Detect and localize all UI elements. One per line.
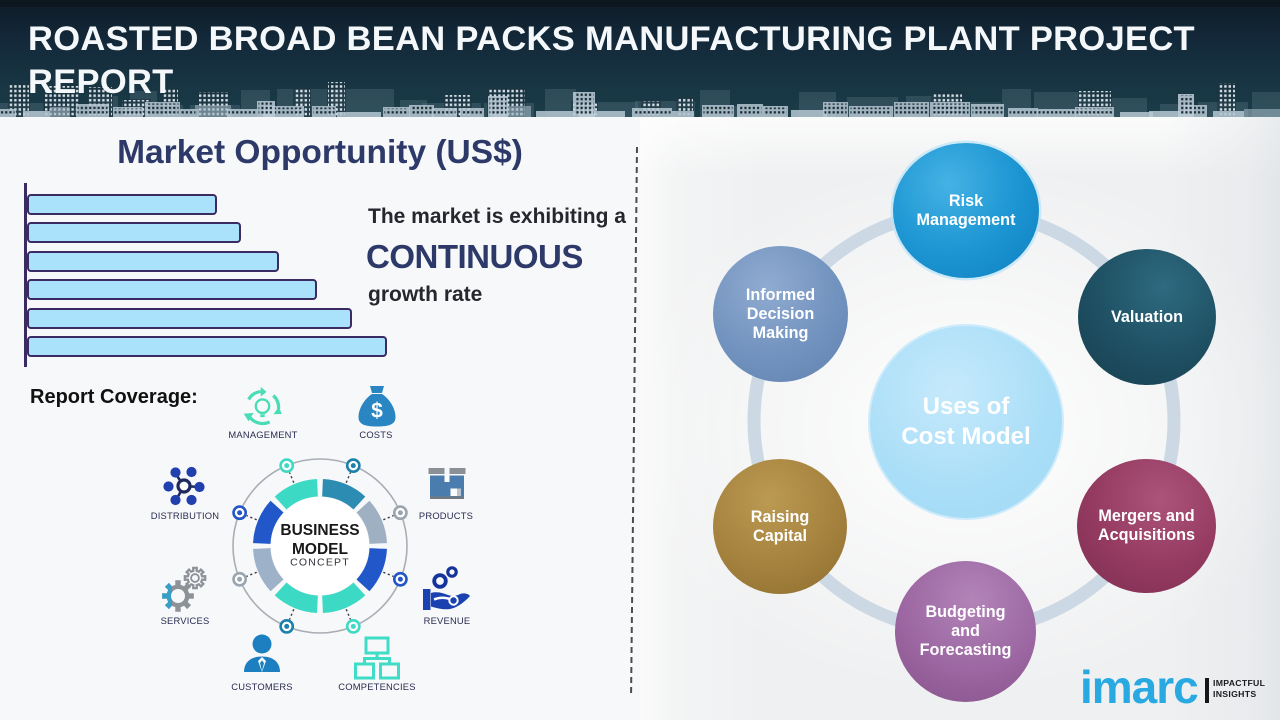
svg-text:$: $ [371,400,383,423]
svg-text:CONCEPT: CONCEPT [290,557,350,569]
svg-text:MODEL: MODEL [292,541,348,558]
svg-text:BUSINESS: BUSINESS [280,522,359,539]
